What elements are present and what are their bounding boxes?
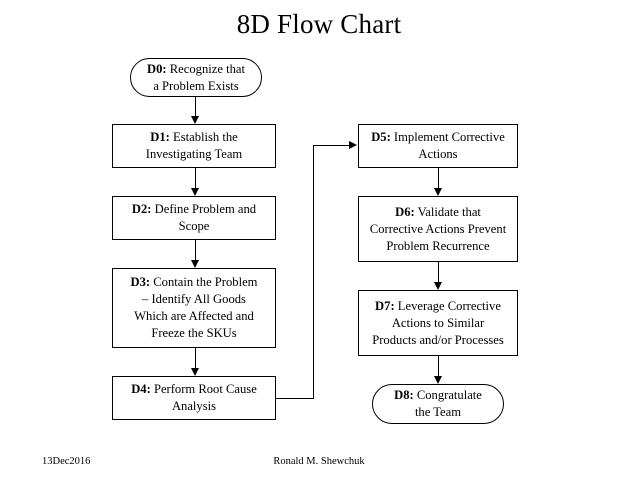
node-d7-code: D7: bbox=[375, 298, 395, 313]
node-d5-text: D5: Implement Corrective Actions bbox=[364, 129, 512, 163]
node-d3[interactable]: D3: Contain the Problem – Identify All G… bbox=[112, 268, 276, 348]
footer-author: Ronald M. Shewchuk bbox=[273, 456, 365, 467]
connector-d3-to-d4-arrowhead bbox=[190, 368, 199, 376]
connector-d2-to-d3-line bbox=[195, 240, 196, 262]
node-d8-label: Congratulate the Team bbox=[414, 388, 482, 419]
node-d8-text: D8: Congratulate the Team bbox=[378, 387, 498, 421]
node-d2-code: D2: bbox=[131, 202, 152, 216]
connector-d6-to-d7-line bbox=[438, 262, 439, 286]
node-d3-label: Contain the Problem – Identify All Goods… bbox=[134, 275, 258, 340]
connector-d5-to-d6-line bbox=[438, 168, 439, 190]
connector-d1-to-d2-arrowhead bbox=[190, 188, 199, 196]
node-d4-text: D4: Perform Root Cause Analysis bbox=[118, 381, 270, 415]
connector-d4-to-d5-arrowhead bbox=[349, 140, 357, 149]
node-d0[interactable]: D0: Recognize that a Problem Exists bbox=[130, 58, 262, 97]
connector-d4-to-d5-segment-vertical bbox=[313, 145, 314, 398]
connector-d4-to-d5-segment-top bbox=[313, 145, 349, 146]
node-d3-text: D3: Contain the Problem – Identify All G… bbox=[118, 274, 270, 342]
connector-d1-to-d2-line bbox=[195, 168, 196, 190]
node-d6-code: D6: bbox=[395, 204, 415, 219]
node-d0-text: D0: Recognize that a Problem Exists bbox=[136, 61, 256, 95]
connector-d7-to-d8-arrowhead bbox=[433, 376, 442, 384]
node-d2-label: Define Problem and Scope bbox=[154, 202, 257, 233]
node-d0-code: D0: bbox=[147, 61, 167, 76]
connector-d6-to-d7-arrowhead bbox=[433, 282, 442, 290]
node-d7[interactable]: D7: Leverage Corrective Actions to Simil… bbox=[358, 290, 518, 356]
node-d1[interactable]: D1: Establish the Investigating Team bbox=[112, 124, 276, 168]
node-d3-code: D3: bbox=[130, 275, 151, 289]
node-d1-text: D1: Establish the Investigating Team bbox=[118, 129, 270, 163]
node-d6[interactable]: D6: Validate that Corrective Actions Pre… bbox=[358, 196, 518, 262]
node-d8[interactable]: D8: Congratulate the Team bbox=[372, 384, 504, 424]
connector-d0-to-d1-arrowhead bbox=[190, 116, 199, 124]
node-d5-code: D5: bbox=[371, 130, 391, 144]
connector-d4-to-d5-segment-bottom bbox=[276, 398, 314, 399]
connector-d7-to-d8-line bbox=[438, 356, 439, 380]
node-d2[interactable]: D2: Define Problem and Scope bbox=[112, 196, 276, 240]
node-d0-label: Recognize that a Problem Exists bbox=[153, 61, 245, 93]
node-d6-label: Validate that Corrective Actions Prevent… bbox=[369, 204, 507, 253]
node-d8-code: D8: bbox=[394, 388, 414, 402]
node-d1-label: Establish the Investigating Team bbox=[145, 130, 243, 161]
node-d4[interactable]: D4: Perform Root Cause Analysis bbox=[112, 376, 276, 420]
node-d7-text: D7: Leverage Corrective Actions to Simil… bbox=[364, 298, 512, 349]
connector-d5-to-d6-arrowhead bbox=[433, 188, 442, 196]
page-title: 8D Flow Chart bbox=[236, 9, 402, 39]
node-d4-code: D4: bbox=[131, 382, 151, 396]
node-d4-label: Perform Root Cause Analysis bbox=[153, 382, 257, 413]
connector-d0-to-d1-line bbox=[195, 97, 196, 118]
node-d5[interactable]: D5: Implement Corrective Actions bbox=[358, 124, 518, 168]
node-d1-code: D1: bbox=[150, 130, 170, 144]
connector-d3-to-d4-line bbox=[195, 348, 196, 370]
node-d5-label: Implement Corrective Actions bbox=[393, 130, 505, 161]
node-d2-text: D2: Define Problem and Scope bbox=[118, 201, 270, 235]
node-d6-text: D6: Validate that Corrective Actions Pre… bbox=[364, 204, 512, 255]
connector-d2-to-d3-arrowhead bbox=[190, 260, 199, 268]
node-d7-label: Leverage Corrective Actions to Similar P… bbox=[372, 298, 504, 347]
footer-date: 13Dec2016 bbox=[42, 456, 91, 467]
